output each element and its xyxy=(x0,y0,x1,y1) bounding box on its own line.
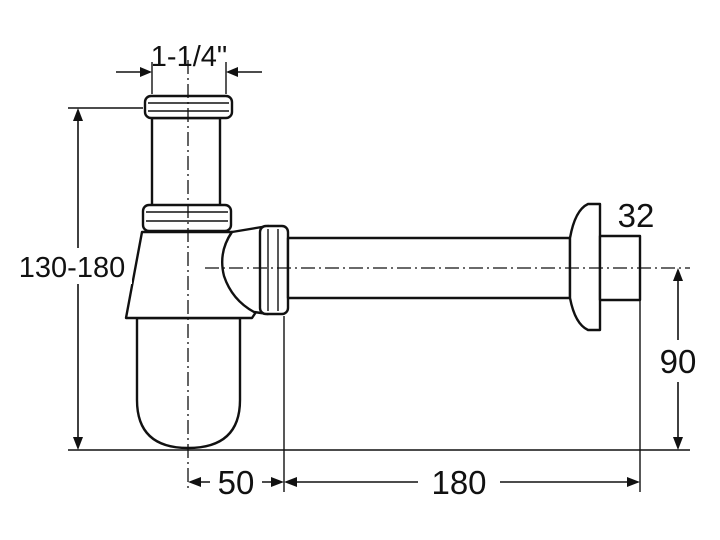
inlet-pipe xyxy=(150,116,222,210)
outlet-nut xyxy=(258,224,290,316)
height-range-label: 130-180 xyxy=(19,252,125,284)
inlet-nut xyxy=(141,203,233,233)
body-offset-label: 50 xyxy=(218,464,255,501)
outlet-junction xyxy=(221,224,270,316)
outlet-length-label: 180 xyxy=(431,464,486,501)
outlet-diameter-label: 32 xyxy=(618,197,655,234)
inlet-diameter-label: 1-1/4" xyxy=(151,41,227,73)
wall-flange xyxy=(568,202,602,332)
outlet-height-label: 90 xyxy=(660,343,697,380)
